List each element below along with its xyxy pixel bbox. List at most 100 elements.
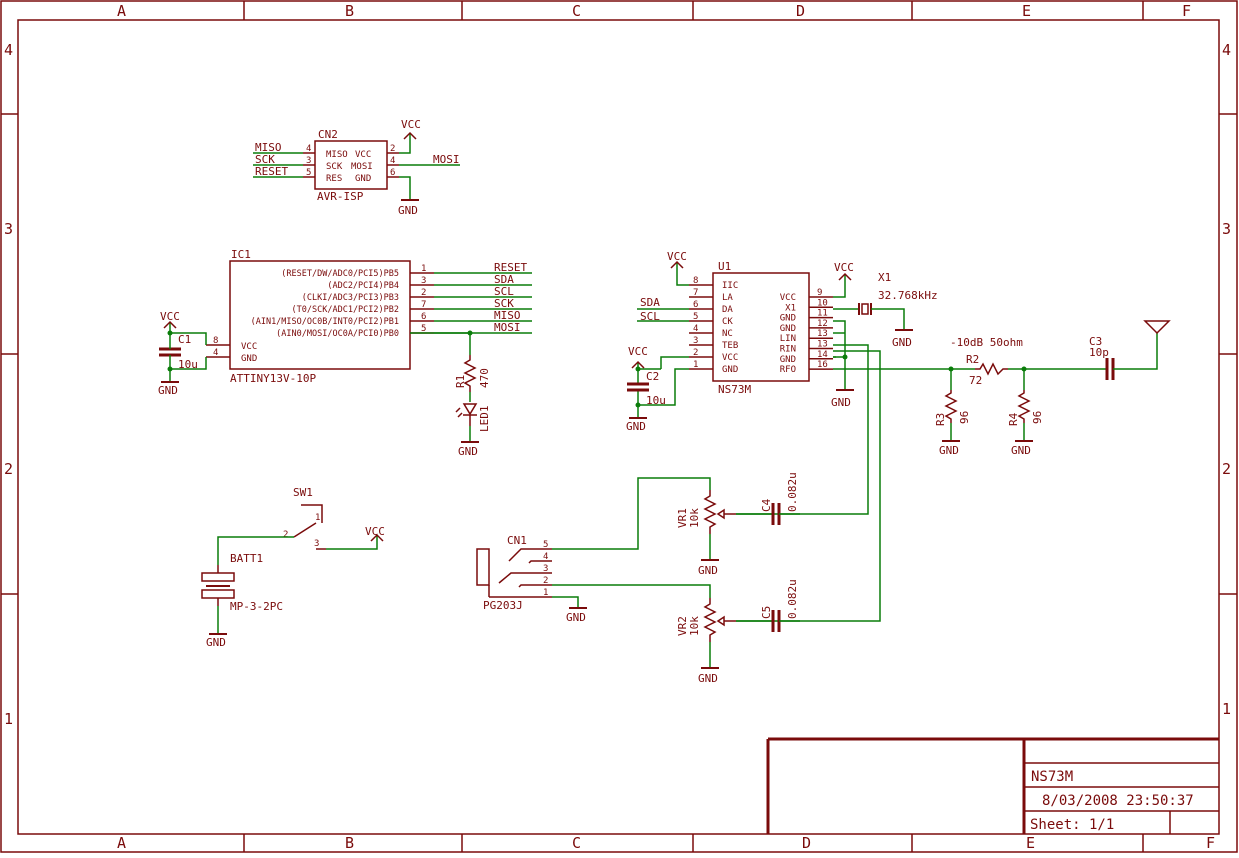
u1-pin-number: 13 <box>817 340 828 350</box>
net-label-sda: SDA <box>640 296 660 309</box>
c3-ref: C3 <box>1089 335 1102 348</box>
r2-resistor: R2 72 <box>966 353 1008 387</box>
vcc-symbol: VCC <box>160 310 180 329</box>
r4-value: 96 <box>1031 411 1044 424</box>
net-label-mosi: MOSI <box>433 153 460 166</box>
u1-pin-label: TEB <box>722 341 738 351</box>
gnd-symbol: GND <box>831 389 854 409</box>
svg-text:VCC: VCC <box>160 310 180 323</box>
row-label: 3 <box>4 220 13 238</box>
u1-pin-number: 14 <box>817 350 828 360</box>
ic1-pin-number: 3 <box>421 276 426 286</box>
cn2-pin-number: 4 <box>390 156 395 166</box>
gnd-symbol: GND <box>626 417 647 433</box>
u1-pin-number: 3 <box>693 336 698 346</box>
cn2-pin-number: 2 <box>390 144 395 154</box>
c4-value: 0.082u <box>786 472 799 512</box>
r3-ref: R3 <box>934 413 947 426</box>
gnd-symbol: GND <box>1011 440 1033 457</box>
title-block-datetime: 8/03/2008 23:50:37 <box>1042 793 1194 809</box>
c1-value: 10u <box>178 358 198 371</box>
vcc-symbol: VCC <box>667 250 687 269</box>
gnd-symbol: GND <box>566 607 587 624</box>
batt1-battery: BATT1 MP-3-2PC <box>201 552 283 613</box>
c1-ref: C1 <box>178 333 191 346</box>
row-label: 1 <box>1222 700 1231 718</box>
attenuator-label: -10dB 50ohm <box>950 336 1023 349</box>
x1-ref: X1 <box>878 271 891 284</box>
cn1-pin-number: 2 <box>543 576 548 586</box>
column-label: A <box>117 2 126 20</box>
u1-pin-label: RIN <box>780 345 796 355</box>
column-label: D <box>802 834 811 852</box>
c5-capacitor: C5 0.082u <box>736 579 800 632</box>
u1-pin-label: GND <box>780 355 796 365</box>
vr2-potentiometer: VR2 10k <box>676 598 736 642</box>
u1-pin-number: 8 <box>693 276 698 286</box>
row-label: 4 <box>1222 41 1231 59</box>
ic1-attiny13v: IC1 ATTINY13V-10P (RESET/DW/ADC0/PCI5)PB… <box>206 248 532 385</box>
x1-crystal: X1 32.768kHz <box>858 271 938 315</box>
u1-pin-number: 4 <box>693 324 698 334</box>
c4-capacitor: C4 0.082u <box>736 472 800 525</box>
column-label: F <box>1206 834 1215 852</box>
column-label: E <box>1022 2 1031 20</box>
column-label: C <box>572 834 581 852</box>
title-block-title: NS73M <box>1031 769 1073 785</box>
ic1-pin-label: (AIN0/MOSI/OC0A/PCI0)PB0 <box>276 329 399 339</box>
u1-pin-label: VCC <box>780 293 796 303</box>
cn2-pin-label: VCC <box>355 150 371 160</box>
c2-ref: C2 <box>646 370 659 383</box>
net-label: SCK <box>494 297 514 310</box>
net-label: SCL <box>494 285 514 298</box>
vr2-value: 10k <box>688 616 701 636</box>
svg-text:GND: GND <box>831 396 851 409</box>
cn1-pin-number: 1 <box>543 588 548 598</box>
column-label: B <box>345 2 354 20</box>
ic1-pin-number: 6 <box>421 312 426 322</box>
u1-pin-number: 12 <box>817 319 828 329</box>
cn2-pin-label: GND <box>355 174 371 184</box>
column-label: E <box>1026 834 1035 852</box>
vr2-ref: VR2 <box>676 616 689 636</box>
cn1-audio-jack: CN1 5 4 3 2 1 PG203J <box>476 534 552 612</box>
svg-text:GND: GND <box>892 336 912 349</box>
r2-value: 72 <box>969 374 982 387</box>
vcc-symbol: VCC <box>834 261 854 281</box>
title-block-sheet: Sheet: 1/1 <box>1030 817 1114 833</box>
c5-value: 0.082u <box>786 579 799 619</box>
u1-pin-label: GND <box>780 324 796 334</box>
svg-text:GND: GND <box>158 384 178 397</box>
net-label-miso: MISO <box>255 141 282 154</box>
sw1-switch: SW1 2 1 3 <box>283 486 326 550</box>
net-label: MOSI <box>494 321 521 334</box>
c4-ref: C4 <box>760 498 773 512</box>
led1-ref: LED1 <box>478 406 491 433</box>
r3-value: 96 <box>958 411 971 424</box>
column-label: A <box>117 834 126 852</box>
ic1-value: ATTINY13V-10P <box>230 372 316 385</box>
sw1-pin-number: 2 <box>283 530 288 540</box>
u1-value: NS73M <box>718 383 751 396</box>
r2-ref: R2 <box>966 353 979 366</box>
c3-capacitor: C3 10p <box>1089 335 1115 380</box>
ic1-pin-label: (CLKI/ADC3/PCI3)PB3 <box>302 293 399 303</box>
row-label: 2 <box>1222 460 1231 478</box>
cn1-pin-number: 3 <box>543 564 548 574</box>
column-label: D <box>796 2 805 20</box>
ic1-pin-number: 1 <box>421 264 426 274</box>
ic1-pin-label: (RESET/DW/ADC0/PCI5)PB5 <box>281 269 399 279</box>
vr1-potentiometer: VR1 10k <box>676 490 736 534</box>
svg-text:GND: GND <box>626 420 646 433</box>
column-label: C <box>572 2 581 20</box>
column-label: F <box>1182 2 1191 20</box>
u1-pin-label: GND <box>722 365 738 375</box>
u1-pin-label: GND <box>780 314 796 324</box>
gnd-symbol: GND <box>698 667 719 685</box>
cn1-pin-number: 4 <box>543 552 548 562</box>
column-label: B <box>345 834 354 852</box>
